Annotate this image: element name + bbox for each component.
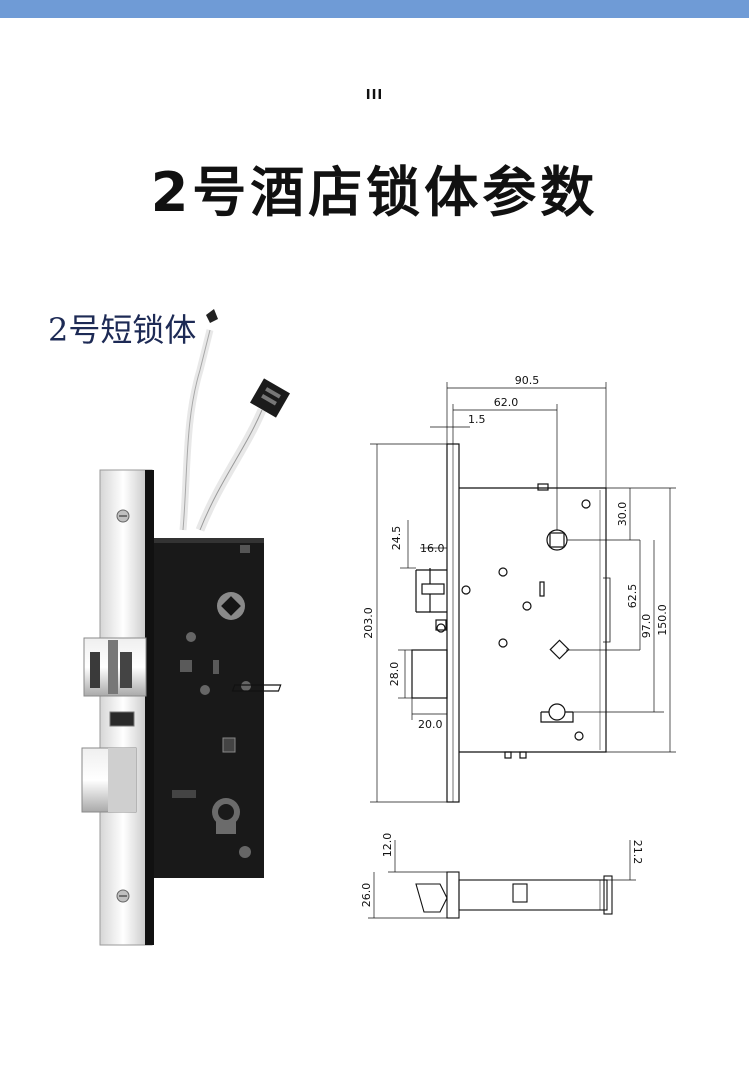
dim-case-height: 150.0 xyxy=(656,604,669,636)
drawing-case xyxy=(459,487,607,753)
dim-deadbolt-height: 28.0 xyxy=(388,662,401,687)
technical-drawing-side xyxy=(368,840,636,919)
drawing-cylinder xyxy=(540,703,574,723)
faceplate xyxy=(99,469,153,946)
dim-faceplate-height: 203.0 xyxy=(362,607,375,639)
cylinder-hole xyxy=(212,798,240,834)
lock-body-photo xyxy=(81,309,290,946)
product-label: 2号短锁体 xyxy=(48,311,197,349)
dim-cylinder-spacing: 97.0 xyxy=(640,614,653,639)
dim-plate-thickness: 1.5 xyxy=(468,413,486,426)
dimension-lines xyxy=(370,382,676,803)
dim-side-case: 21.2 xyxy=(631,840,644,865)
dim-deadbolt-projection: 20.0 xyxy=(418,718,443,731)
wire-connector xyxy=(250,378,290,418)
trigger-bolt xyxy=(109,711,135,727)
deadbolt xyxy=(81,747,137,813)
lock-case xyxy=(150,538,264,878)
dim-side-top: 12.0 xyxy=(381,833,394,858)
latch-bolt xyxy=(83,637,147,697)
dim-side-depth: 26.0 xyxy=(360,883,373,908)
top-banner xyxy=(0,0,749,18)
technical-drawing-front xyxy=(231,443,611,803)
dim-handle-offset: 62.0 xyxy=(494,396,519,409)
wire-cables xyxy=(179,309,267,532)
dim-overall-width: 90.5 xyxy=(515,374,540,387)
dim-spindle-spacing: 62.5 xyxy=(626,584,639,609)
section-marker: III xyxy=(365,88,384,103)
dim-top-offset: 30.0 xyxy=(616,502,629,527)
dim-latch-projection: 16.0 xyxy=(420,542,445,555)
drawing-deadbolt xyxy=(411,649,448,699)
page-title: 2号酒店锁体参数 xyxy=(150,161,599,224)
dim-latch-spacing: 24.5 xyxy=(390,526,403,551)
